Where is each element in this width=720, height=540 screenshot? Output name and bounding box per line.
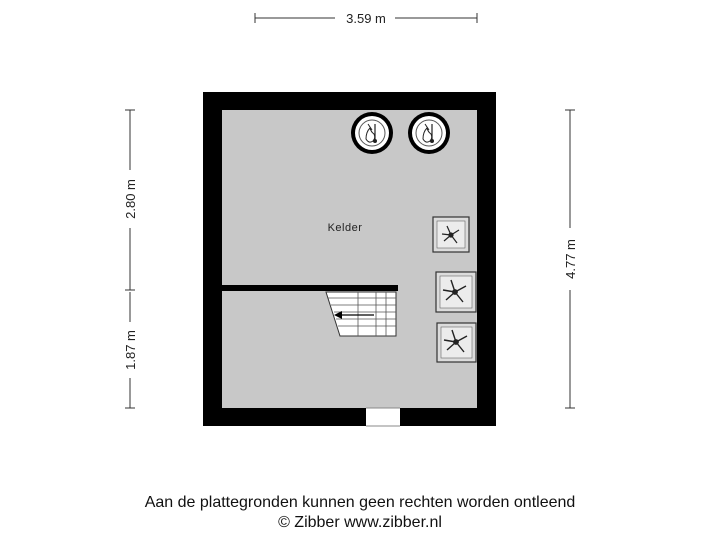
water-heater-icon xyxy=(351,112,393,154)
disclaimer-text: Aan de plattegronden kunnen geen rechten… xyxy=(144,494,576,511)
room-floor xyxy=(222,110,477,408)
fan-unit-icon xyxy=(436,322,477,363)
dimension-left-lower-label: 1.87 m xyxy=(123,330,138,370)
dimension-right: 4.77 m xyxy=(563,109,578,409)
dimension-left-upper-label: 2.80 m xyxy=(123,179,138,219)
fan-unit-icon xyxy=(435,271,477,313)
staircase-icon xyxy=(325,291,397,337)
dimension-right-label: 4.77 m xyxy=(563,239,578,279)
water-heater-icon xyxy=(408,112,450,154)
room-label: Kelder xyxy=(328,222,363,234)
dimension-top: 3.59 m xyxy=(254,11,478,26)
dimension-left: 2.80 m 1.87 m xyxy=(123,109,138,409)
dimension-top-label: 3.59 m xyxy=(346,11,386,26)
door-opening xyxy=(366,408,400,426)
fan-unit-icon xyxy=(432,216,470,253)
copyright-text: © Zibber www.zibber.nl xyxy=(278,514,442,531)
interior-wall xyxy=(222,285,398,291)
